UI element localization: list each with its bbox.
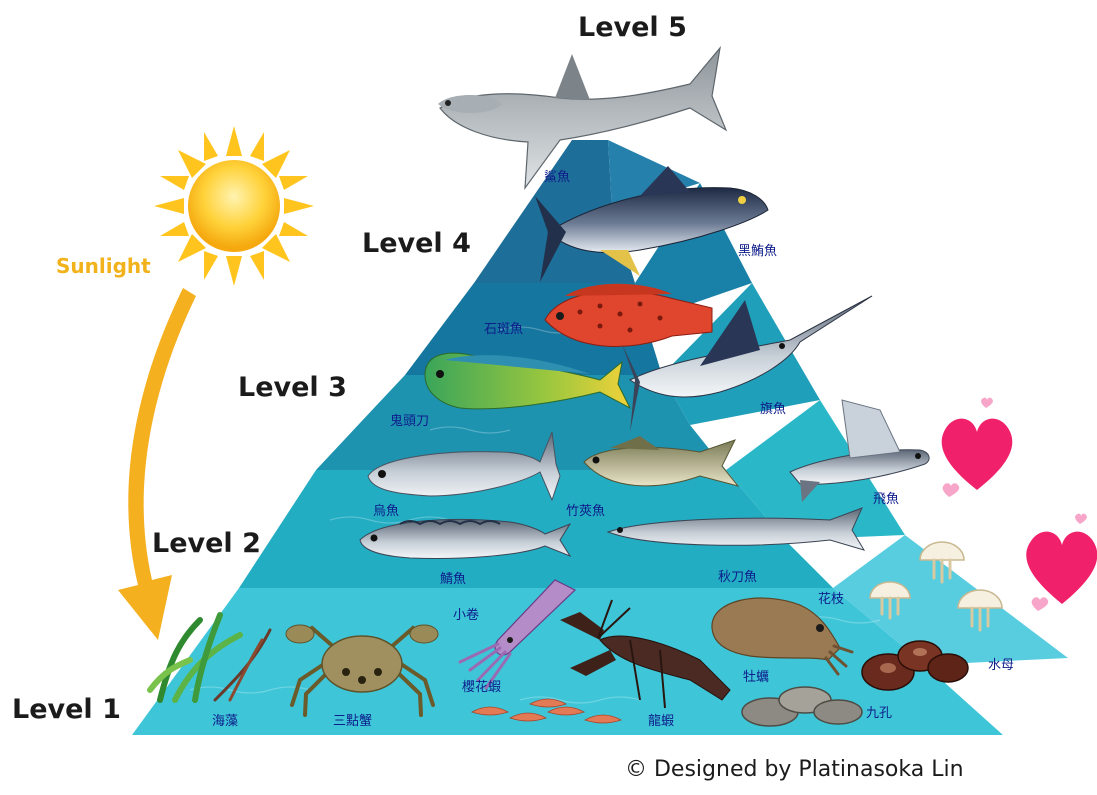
label-bluefin-tuna: 黑鮪魚	[738, 240, 777, 259]
label-seaweed: 海藻	[212, 710, 238, 729]
level-1-label: Level 1	[12, 694, 121, 725]
level-3-label: Level 3	[238, 372, 347, 403]
label-mackerel: 鯖魚	[440, 568, 466, 587]
label-grouper: 石斑魚	[484, 318, 523, 337]
sunlight-arrow	[118, 288, 196, 640]
label-marlin: 旗魚	[760, 398, 786, 417]
heart-icon-upper	[942, 398, 1013, 497]
label-shark: 鯊魚	[544, 166, 570, 185]
label-saury: 秋刀魚	[718, 566, 757, 585]
label-abalone: 九孔	[866, 702, 892, 721]
label-oyster: 牡蠣	[743, 666, 769, 685]
heart-icon-lower	[1026, 514, 1097, 611]
label-mullet: 烏魚	[373, 500, 399, 519]
label-crab: 三點蟹	[333, 710, 372, 729]
label-mahi-mahi: 鬼頭刀	[390, 410, 429, 429]
label-scad: 竹莢魚	[566, 500, 605, 519]
label-flying-fish: 飛魚	[873, 488, 899, 507]
sun-icon	[154, 126, 314, 286]
label-sakura-shrimp: 櫻花蝦	[462, 676, 501, 695]
level-2-label: Level 2	[152, 528, 261, 559]
label-crayfish: 龍蝦	[648, 710, 674, 729]
designer-credit: © Designed by Platinasoka Lin	[625, 757, 964, 782]
sunlight-label: Sunlight	[56, 254, 151, 278]
label-cuttlefish: 花枝	[818, 588, 844, 607]
label-jellyfish: 水母	[988, 654, 1014, 673]
level-5-label: Level 5	[578, 12, 687, 43]
level-4-label: Level 4	[362, 228, 471, 259]
label-squid: 小卷	[453, 604, 479, 623]
